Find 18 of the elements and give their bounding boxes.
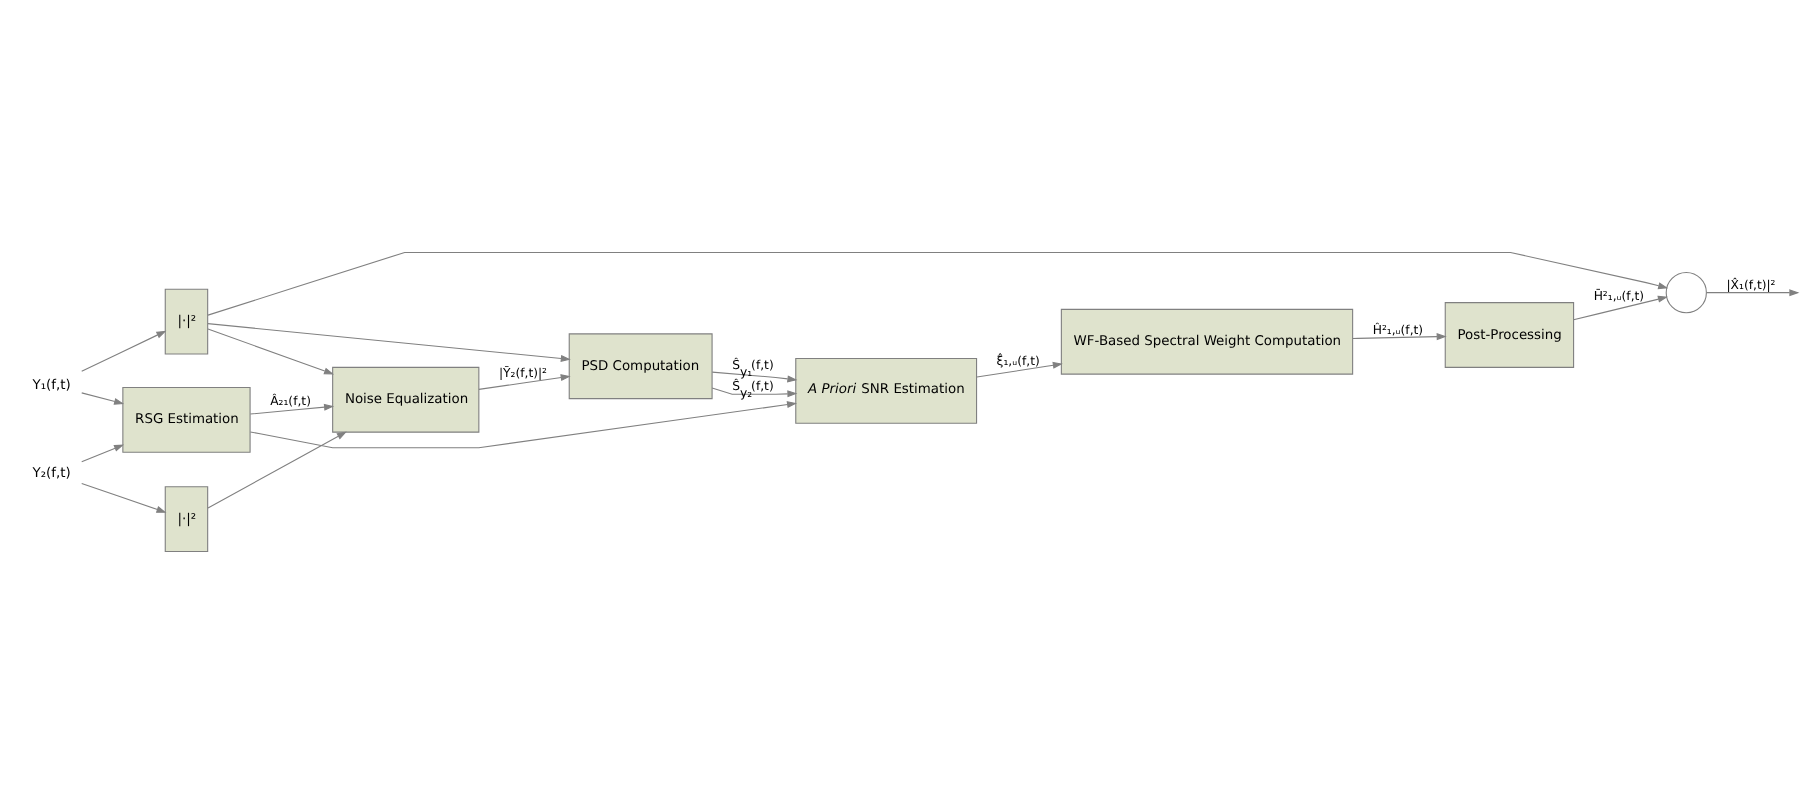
arrow — [81, 391, 125, 404]
arrow — [81, 329, 167, 371]
arrow — [478, 373, 571, 389]
arrow — [711, 370, 798, 382]
arrow — [81, 481, 167, 512]
arrow — [1352, 332, 1447, 340]
arrow — [81, 443, 125, 462]
arrow — [711, 386, 798, 397]
arrow — [207, 327, 335, 374]
arrow — [1706, 288, 1800, 296]
node-circle — [1665, 271, 1707, 313]
arrow — [207, 430, 347, 508]
arrow — [249, 402, 335, 414]
arrow — [976, 360, 1063, 377]
arrow — [249, 400, 798, 448]
arrow — [207, 322, 571, 362]
arrow — [1573, 294, 1668, 320]
arrow — [207, 250, 1669, 315]
